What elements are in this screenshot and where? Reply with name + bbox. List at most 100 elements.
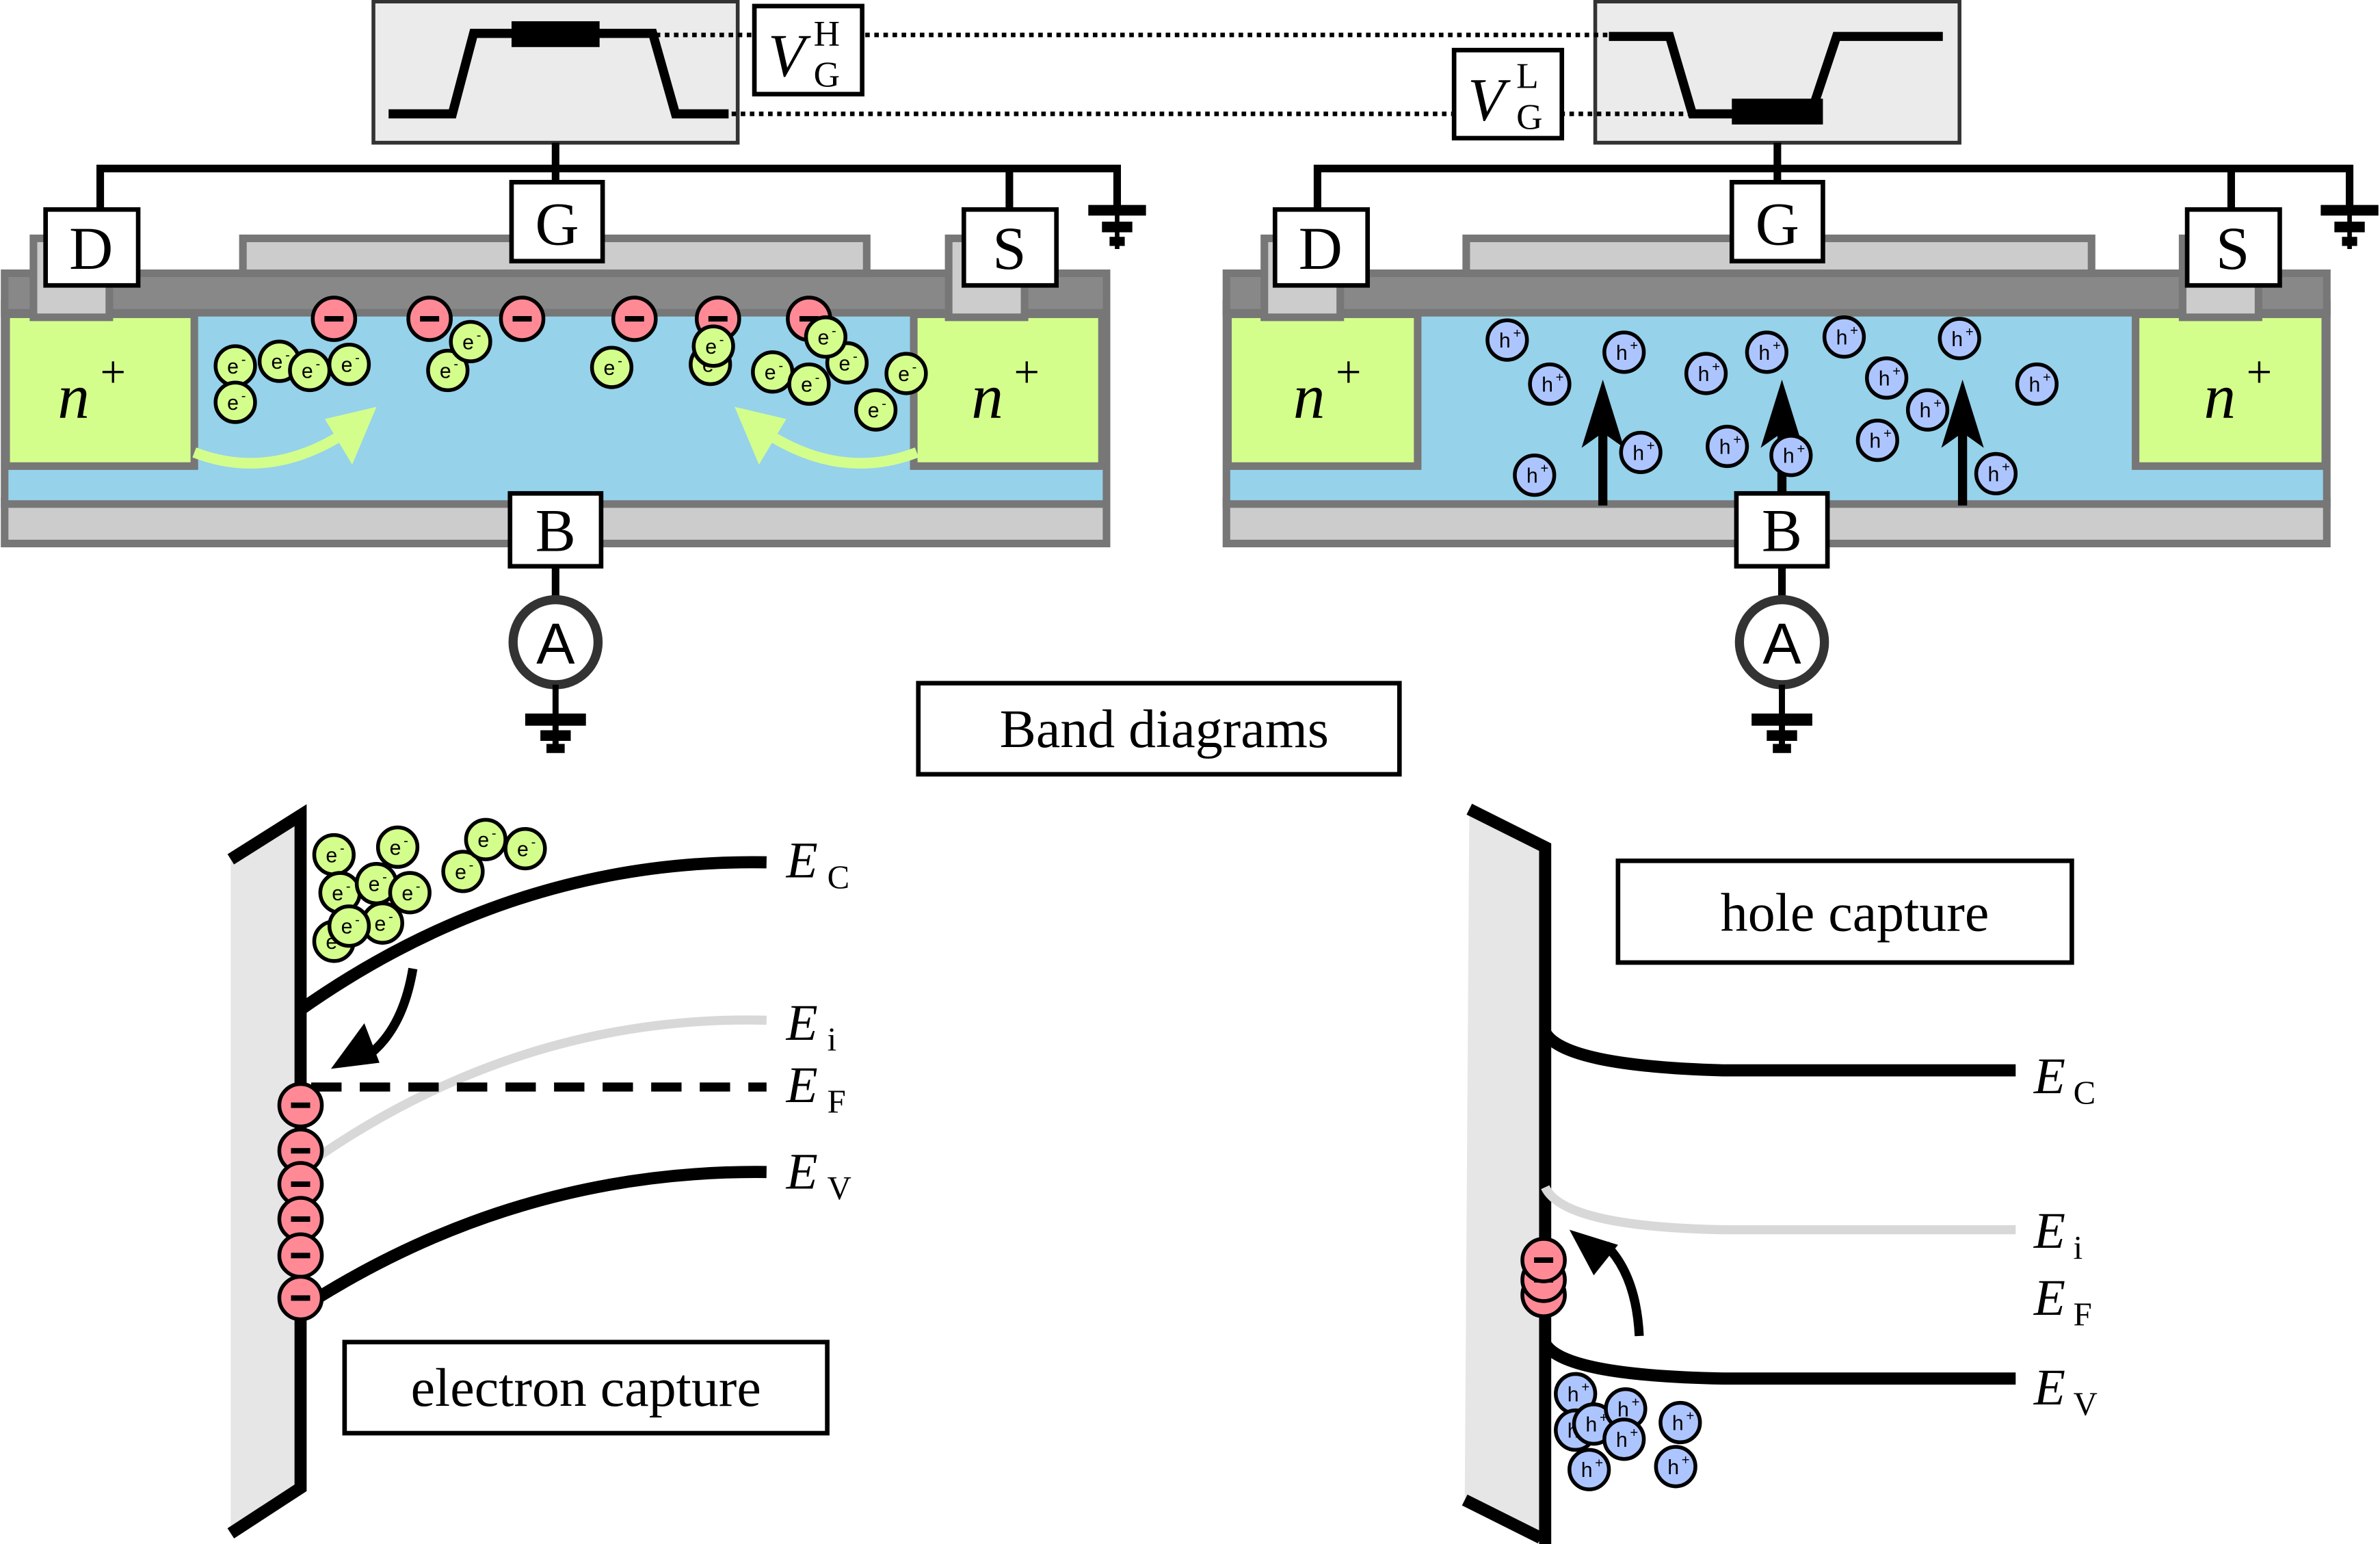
source-n-plus <box>2132 310 2329 470</box>
svg-text:h: h <box>1542 374 1553 396</box>
svg-text:+: + <box>1632 1396 1640 1411</box>
drain-doping-label: n <box>57 361 90 432</box>
svg-text:-: - <box>346 879 351 894</box>
svg-text:e: e <box>227 356 239 378</box>
svg-text:-: - <box>492 826 497 841</box>
svg-text:E: E <box>786 833 818 889</box>
svg-text:+: + <box>1595 1456 1603 1471</box>
svg-text:-: - <box>912 360 917 375</box>
svg-text:+: + <box>1797 442 1805 457</box>
wire-bus-left <box>96 164 1122 210</box>
electron: e- <box>449 319 492 363</box>
trapped-charge <box>277 1274 324 1322</box>
svg-text:e: e <box>302 360 313 382</box>
terminal-body-label: B <box>1762 498 1802 565</box>
electron: e- <box>327 904 371 948</box>
electron-injection-arrow-source <box>756 423 919 469</box>
svg-text:+: + <box>1513 326 1521 341</box>
electron: e- <box>312 833 356 877</box>
band-ev <box>1539 1339 2016 1385</box>
svg-text:h: h <box>1719 436 1731 458</box>
trapped-charge <box>310 296 358 342</box>
ammeter-icon: A <box>508 594 603 690</box>
vgl-sup: L <box>1516 56 1539 96</box>
trapped-charge <box>406 296 453 342</box>
svg-text:-: - <box>815 371 820 386</box>
electron-injection-arrow-drain <box>192 423 356 469</box>
source-doping-label: n <box>2204 361 2236 432</box>
svg-text:e: e <box>765 362 776 384</box>
hole: h+ <box>1602 1417 1646 1461</box>
ammeter-icon: A <box>1734 594 1829 690</box>
electron: e- <box>590 345 634 389</box>
source-doping-label: n <box>971 361 1003 432</box>
pulse-high-plateau <box>511 21 600 47</box>
svg-text:-: - <box>241 389 246 404</box>
svg-text:+: + <box>1733 433 1741 448</box>
terminal-drain[interactable]: D <box>1272 207 1370 288</box>
vgh-sup: H <box>814 14 840 54</box>
arrowhead-icon <box>330 1023 380 1069</box>
svg-text:e: e <box>705 336 717 358</box>
hole: h+ <box>1619 430 1663 474</box>
vgl-base: V <box>1468 66 1511 133</box>
svg-text:-: - <box>531 835 536 850</box>
svg-text:+: + <box>1600 1411 1608 1426</box>
terminal-drain[interactable]: D <box>43 207 141 288</box>
hole: h+ <box>1684 352 1728 395</box>
vgh-label: V H G <box>752 3 864 96</box>
trapped-charge <box>499 296 546 342</box>
hole: h+ <box>1568 1448 1611 1491</box>
gate-oxide <box>1222 269 2331 317</box>
caption-hole-capture: hole capture <box>1615 858 2074 965</box>
svg-text:e: e <box>374 913 386 935</box>
svg-text:h: h <box>1617 1398 1629 1421</box>
interface-traps <box>277 1082 324 1322</box>
hole-flow-arrow <box>1581 379 1624 506</box>
terminal-drain-label: D <box>69 215 113 283</box>
electron: e- <box>213 344 257 388</box>
terminal-gate[interactable]: G <box>509 179 605 264</box>
vgh-base: V <box>768 23 811 90</box>
terminal-gate[interactable]: G <box>1729 179 1825 264</box>
svg-text:-: - <box>469 858 474 873</box>
svg-text:e: e <box>326 844 337 867</box>
level-label-ev: E V <box>786 1144 851 1207</box>
svg-text:+: + <box>1773 339 1781 354</box>
svg-text:e: e <box>440 360 451 382</box>
oxide-region <box>1464 815 1546 1541</box>
level-label-ei: E i <box>786 995 836 1058</box>
source-n-plus <box>910 310 1106 470</box>
svg-text:-: - <box>882 396 886 411</box>
interface-traps <box>1520 1237 1567 1318</box>
svg-text:-: - <box>355 351 360 366</box>
svg-text:e: e <box>227 392 239 415</box>
vgh-sub: G <box>814 54 840 94</box>
svg-text:-: - <box>340 841 345 856</box>
electron: e- <box>691 324 735 368</box>
band-ec <box>1539 1029 2016 1077</box>
svg-text:+: + <box>1647 439 1655 454</box>
band-diagram-electron-capture: E C E i E F E V e-e-e-e-e-e-e-e-e-e-e- e… <box>227 804 851 1539</box>
level-label-ei: E i <box>2033 1203 2082 1266</box>
hole: h+ <box>1654 1445 1697 1489</box>
electron: e- <box>503 826 547 871</box>
svg-text:e: e <box>477 829 489 852</box>
svg-text:+: + <box>1630 1426 1638 1441</box>
terminal-source[interactable]: S <box>961 207 1059 288</box>
caption-text: electron capture <box>411 1358 761 1418</box>
trapped-charge <box>277 1082 324 1129</box>
svg-text:h: h <box>1616 342 1628 365</box>
terminal-body[interactable]: B <box>1734 490 1830 569</box>
terminal-body-label: B <box>536 498 576 565</box>
svg-text:F: F <box>2074 1295 2092 1333</box>
caption-electron-capture: electron capture <box>342 1339 830 1436</box>
terminal-body[interactable]: B <box>507 490 604 569</box>
svg-text:h: h <box>1836 327 1848 350</box>
svg-text:V: V <box>828 1169 851 1207</box>
terminal-source[interactable]: S <box>2184 207 2282 288</box>
svg-text:-: - <box>382 870 387 885</box>
ammeter-label: A <box>1762 612 1801 676</box>
svg-text:+: + <box>1581 1380 1589 1395</box>
